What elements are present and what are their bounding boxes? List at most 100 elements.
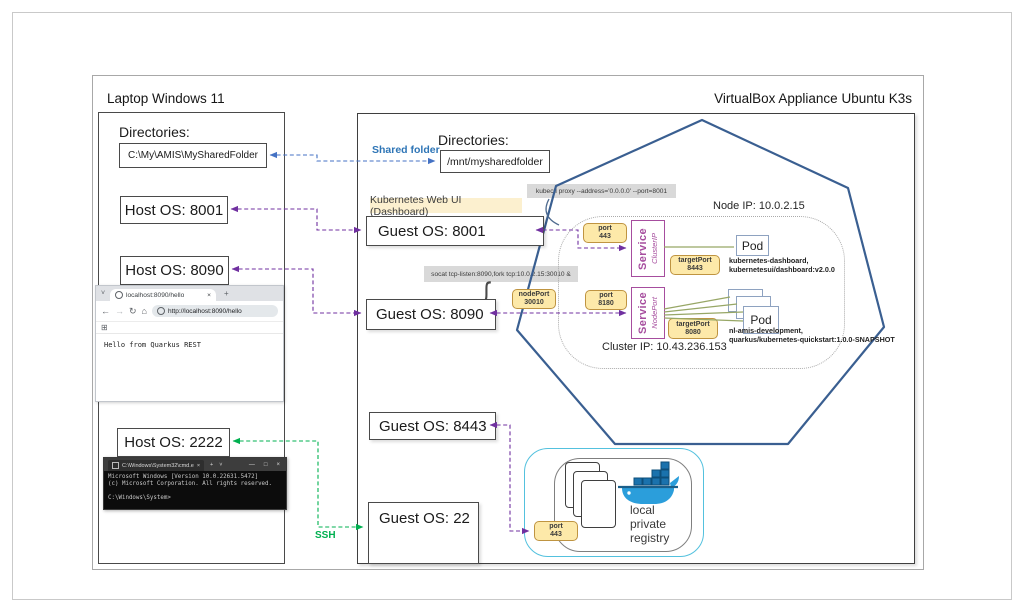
dashboard-pod-desc1: kubernetes-dashboard, xyxy=(729,256,809,265)
nodeport-chip-value: 30010 xyxy=(524,299,544,306)
svc1-targetport-value: 8443 xyxy=(687,265,703,272)
forward-icon[interactable]: → xyxy=(115,306,124,316)
guest-port-8090-label: Guest OS: 8090 xyxy=(376,306,484,323)
quickstart-pod-label: Pod xyxy=(750,313,772,327)
terminal-tab[interactable]: C:\Windows\System32\cmd.e × xyxy=(108,460,205,471)
browser-tab-title: localhost:8090/hello xyxy=(126,291,185,299)
registry-label-line2: private xyxy=(630,517,667,531)
registry-port-chip: port 443 xyxy=(534,521,578,541)
vm-mount-path-box: /mnt/mysharedfolder xyxy=(440,150,550,173)
terminal-chevron-icon[interactable]: ˅ xyxy=(219,461,223,468)
service-nodeport-box: Service NodePort xyxy=(631,287,665,339)
terminal-tab-title: C:\Windows\System32\cmd.e xyxy=(122,462,194,469)
service-nodeport-name: Service xyxy=(637,292,649,334)
maximize-icon[interactable]: □ xyxy=(263,461,268,468)
reload-icon[interactable]: ↻ xyxy=(129,305,137,316)
svc1-port-chip-value: 443 xyxy=(599,233,611,240)
quickstart-pod-desc: nl-amis-development, quarkus/kubernetes-… xyxy=(729,326,895,344)
registry-label: local private registry xyxy=(630,503,669,545)
laptop-title: Laptop Windows 11 xyxy=(107,91,225,106)
node-ip-label: Node IP: 10.0.2.15 xyxy=(713,200,805,212)
new-tab-icon[interactable]: + xyxy=(224,289,229,298)
dashboard-label: Kubernetes Web UI (Dashboard) xyxy=(370,194,522,218)
browser-toolbar: ← → ↻ ⌂ http://localhost:8090/hello xyxy=(96,301,283,322)
service-clusterip-box: Service ClusterIP xyxy=(631,220,665,277)
address-bar[interactable]: http://localhost:8090/hello xyxy=(151,305,278,317)
browser-tab[interactable]: localhost:8090/hello × xyxy=(110,289,216,301)
registry-port-chip-value: 443 xyxy=(550,531,562,538)
address-url: http://localhost:8090/hello xyxy=(167,307,242,315)
guest-port-22-label: Guest OS: 22 xyxy=(379,510,470,527)
host-port-8090-box: Host OS: 8090 xyxy=(120,256,229,285)
quickstart-pod-desc2: quarkus/kubernetes-quickstart:1.0.0-SNAP… xyxy=(729,335,895,344)
socat-command: socat tcp-listen:8090,fork tcp:10.0.2.15… xyxy=(424,266,578,282)
browser-apps-row: ⊞ xyxy=(96,322,283,334)
laptop-shared-path: C:\My\AMIS\MySharedFolder xyxy=(127,150,259,161)
svc1-port-chip-label: port xyxy=(598,225,612,232)
browser-page-text: Hello from Quarkus REST xyxy=(104,341,201,349)
cmd-icon xyxy=(112,462,119,469)
laptop-shared-path-box: C:\My\AMIS\MySharedFolder xyxy=(119,143,267,168)
svc2-targetport-chip: targetPort 8080 xyxy=(668,318,718,339)
terminal-output: Microsoft Windows [Version 10.0.22631.54… xyxy=(104,471,286,505)
site-globe-icon xyxy=(115,291,123,299)
home-icon[interactable]: ⌂ xyxy=(141,306,147,316)
dashboard-pod: Pod xyxy=(736,235,769,256)
quickstart-pod-desc1: nl-amis-development, xyxy=(729,326,803,335)
terminal-tab-close-icon[interactable]: × xyxy=(196,462,201,469)
nodeport-chip-label: nodePort xyxy=(518,291,550,298)
service-nodeport-type: NodePort xyxy=(650,297,659,329)
terminal-titlebar: C:\Windows\System32\cmd.e × + ˅ — □ × xyxy=(104,458,286,471)
back-icon[interactable]: ← xyxy=(101,306,110,316)
registry-port-chip-label: port xyxy=(549,523,563,530)
host-port-8001-label: Host OS: 8001 xyxy=(124,201,224,219)
nodeport-chip: nodePort 30010 xyxy=(512,289,556,309)
svc2-targetport-value: 8080 xyxy=(685,328,701,336)
browser-window: ˅ localhost:8090/hello × + ← → ↻ ⌂ http:… xyxy=(95,285,284,402)
svc1-targetport-chip: targetPort 8443 xyxy=(670,255,720,275)
vm-mount-path: /mnt/mysharedfolder xyxy=(447,155,543,168)
svc2-port-chip-label: port xyxy=(599,292,613,299)
minimize-icon[interactable]: — xyxy=(248,461,255,468)
guest-port-8090-box: Guest OS: 8090 xyxy=(366,299,496,330)
registry-label-line3: registry xyxy=(630,531,670,545)
svc2-port-chip: port 8180 xyxy=(585,290,627,310)
host-port-8090-label: Host OS: 8090 xyxy=(125,262,224,279)
tab-search-chevron-icon[interactable]: ˅ xyxy=(100,290,106,297)
terminal-line1: Microsoft Windows [Version 10.0.22631.54… xyxy=(108,474,259,480)
shared-folder-label: Shared folder xyxy=(372,144,440,156)
apps-grid-icon[interactable]: ⊞ xyxy=(101,323,108,332)
registry-label-line1: local xyxy=(630,503,655,517)
guest-port-8443-label: Guest OS: 8443 xyxy=(379,417,487,435)
svc1-targetport-label: targetPort xyxy=(678,257,712,264)
dashboard-pod-desc: kubernetes-dashboard, kubernetesui/dashb… xyxy=(729,256,835,274)
guest-port-8001-label: Guest OS: 8001 xyxy=(378,222,486,240)
svc1-port-chip: port 443 xyxy=(583,223,627,243)
registry-image-page-3 xyxy=(581,480,616,528)
terminal-line2: (c) Microsoft Corporation. All rights re… xyxy=(108,481,273,487)
guest-port-22-box: Guest OS: 22 xyxy=(368,502,479,564)
terminal-window: C:\Windows\System32\cmd.e × + ˅ — □ × Mi… xyxy=(103,457,287,510)
svc2-targetport-label: targetPort xyxy=(676,320,710,328)
host-port-2222-box: Host OS: 2222 xyxy=(117,428,230,457)
vm-title: VirtualBox Appliance Ubuntu K3s xyxy=(714,91,912,106)
service-clusterip-name: Service xyxy=(637,227,649,270)
dashboard-pod-desc2: kubernetesui/dashboard:v2.0.0 xyxy=(729,265,835,274)
close-tab-icon[interactable]: × xyxy=(207,291,211,299)
terminal-new-tab-icon[interactable]: + xyxy=(210,461,214,468)
host-port-8001-box: Host OS: 8001 xyxy=(120,196,228,224)
host-port-2222-label: Host OS: 2222 xyxy=(124,434,223,451)
guest-port-8443-box: Guest OS: 8443 xyxy=(369,412,496,440)
close-icon[interactable]: × xyxy=(276,461,280,468)
ssh-label: SSH xyxy=(315,530,336,541)
site-info-icon xyxy=(156,307,165,315)
kubectl-proxy-command: kubectl proxy --address='0.0.0.0' --port… xyxy=(527,184,676,198)
service-clusterip-type: ClusterIP xyxy=(650,233,659,264)
laptop-directories-label: Directories: xyxy=(119,124,190,140)
vm-directories-label: Directories: xyxy=(438,132,509,148)
terminal-prompt: C:\Windows\System> xyxy=(108,495,171,501)
guest-port-8001-box: Guest OS: 8001 xyxy=(366,216,544,246)
svc2-port-chip-value: 8180 xyxy=(598,300,614,307)
dashboard-pod-label: Pod xyxy=(741,238,764,253)
